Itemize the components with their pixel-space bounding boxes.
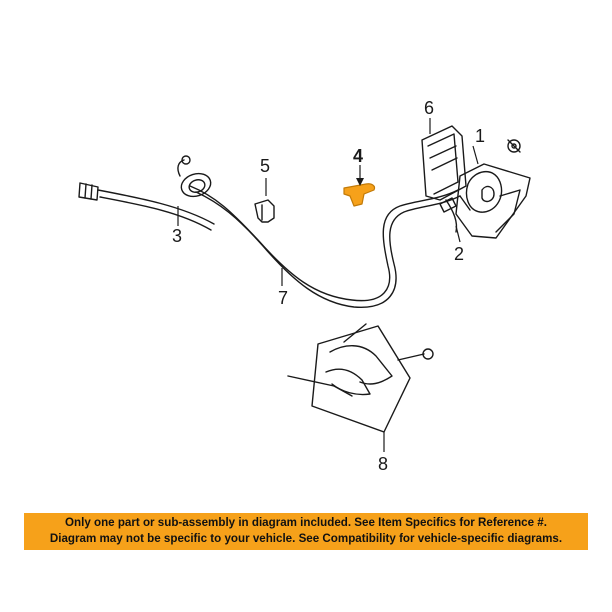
part-8-bracket (287, 323, 411, 433)
callout-5: 5 (260, 156, 270, 176)
fastener (397, 348, 434, 361)
release-handle (177, 155, 212, 198)
callout-3: 3 (172, 226, 182, 246)
disclaimer-line-2: Diagram may not be specific to your vehi… (49, 532, 563, 545)
part-2-lock-rod (439, 197, 458, 233)
callout-6: 6 (424, 98, 434, 118)
part-1-latch-assembly (455, 163, 531, 239)
part-4-clip-highlighted (343, 183, 376, 207)
part-5-clip (254, 199, 275, 223)
leader-lines (177, 118, 479, 452)
callout-2: 2 (454, 244, 464, 264)
callout-7: 7 (278, 288, 288, 308)
bolt (507, 139, 521, 153)
callout-1: 1 (475, 126, 485, 146)
callout-8: 8 (378, 454, 388, 474)
callout-4: 4 (353, 146, 363, 166)
disclaimer-banner: Only one part or sub-assembly in diagram… (24, 513, 588, 550)
part-6-actuator (421, 125, 467, 201)
disclaimer-line-1: Only one part or sub-assembly in diagram… (65, 516, 547, 529)
part-3-cable (78, 182, 215, 231)
part-7-release-cable (189, 185, 461, 308)
